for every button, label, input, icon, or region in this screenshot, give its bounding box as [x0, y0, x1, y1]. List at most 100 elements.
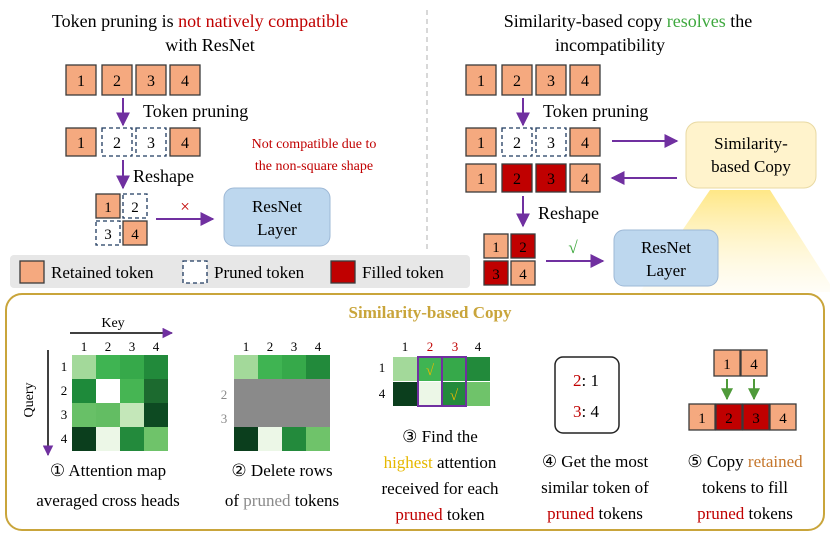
left-resnet-label-2: Layer: [257, 220, 297, 239]
step3-caption-2: highest attention: [384, 453, 497, 472]
incompat-note-line1: Not compatible due to: [252, 137, 377, 152]
query-axis-label: Query: [22, 383, 37, 418]
step4-caption-2: similar token of: [541, 478, 649, 497]
key-tick: 2: [105, 339, 112, 354]
left-token-row-pruned: 1 2 3 4: [65, 127, 201, 157]
result-token-label: 3: [752, 411, 760, 427]
right-resnet-label-1: ResNet: [641, 238, 691, 257]
left-grid-label: 1: [104, 200, 112, 216]
right-token-label: 1: [477, 73, 485, 90]
highlight-column-3: [441, 356, 467, 407]
right-token-label: 3: [547, 171, 555, 188]
left-token-label: 1: [77, 135, 85, 152]
key-tick: 3: [291, 339, 298, 354]
left-grid-label: 2: [131, 200, 139, 216]
right-grid-label: 3: [492, 267, 500, 283]
result-token-label: 2: [725, 411, 733, 427]
key-tick: 1: [243, 339, 250, 354]
step4-caption-1: ④ Get the most: [542, 452, 649, 471]
key-tick: 2: [267, 339, 274, 354]
step5-caption-3: pruned tokens: [697, 504, 793, 523]
source-token-label: 4: [750, 357, 758, 373]
right-token-label: 1: [477, 135, 485, 152]
right-title: Similarity-based copy resolves the: [504, 11, 752, 31]
query-tick: 3: [61, 407, 68, 422]
step2-caption-1: ② Delete rows: [231, 461, 332, 480]
result-token-label: 1: [698, 411, 706, 427]
legend: Retained token Pruned token Filled token: [10, 255, 470, 288]
incompat-note-line2: the non-square shape: [255, 159, 373, 174]
key-tick: 3: [452, 339, 459, 354]
legend-pruned-label: Pruned token: [214, 263, 305, 282]
right-token-label: 4: [581, 171, 589, 188]
left-token-label: 3: [147, 135, 155, 152]
left-reshaped-grid: 1 2 3 4: [95, 193, 148, 246]
right-title-line2: incompatibility: [555, 35, 665, 55]
step3-caption-3: received for each: [381, 479, 499, 498]
right-token-label: 2: [513, 73, 521, 90]
query-tick: 4: [61, 431, 68, 446]
check-icon: √: [426, 363, 435, 379]
left-title: Token pruning is not natively compatible: [52, 11, 348, 31]
right-token-label: 4: [581, 73, 589, 90]
bottom-frame: [5, 293, 825, 531]
left-title-line2: with ResNet: [165, 35, 255, 55]
left-resnet-box: [223, 187, 331, 247]
step5-copy: 1 4 1 2 3 4 ⑤ Copy retained tokens to fi…: [687, 349, 803, 523]
right-reshape-label: Reshape: [538, 203, 599, 223]
right-grid-label: 2: [519, 240, 527, 256]
right-token-label: 2: [513, 171, 521, 188]
query-tick: 1: [61, 359, 68, 374]
right-token-row-filled: 1 2 3 4: [465, 163, 601, 193]
left-token-label: 3: [147, 73, 155, 90]
pruned-row-tick: 2: [221, 387, 228, 402]
key-tick: 4: [153, 339, 160, 354]
key-tick: 4: [475, 339, 482, 354]
step1-caption-2: averaged cross heads: [36, 491, 180, 510]
step3-find-highest: 1 2 3 4 1 4 √ √ ③ Find the highest atten…: [379, 339, 499, 524]
cross-mark-icon: ×: [180, 197, 190, 216]
right-token-row-original: 1 2 3 4: [465, 64, 601, 96]
key-tick: 2: [427, 339, 434, 354]
left-grid-label: 4: [131, 227, 139, 243]
check-mark-icon: √: [568, 238, 578, 257]
similarity-copy-panel: Similarity-based Copy Key Query 1 2 3 4 …: [5, 293, 825, 531]
left-resnet-label-1: ResNet: [252, 197, 302, 216]
query-tick: 2: [61, 383, 68, 398]
step3-caption-1: ③ Find the: [402, 427, 478, 446]
right-token-label: 1: [477, 171, 485, 188]
right-token-label: 4: [581, 135, 589, 152]
right-resnet-box: [613, 229, 719, 287]
left-token-label: 4: [181, 73, 189, 90]
right-token-label: 3: [547, 135, 555, 152]
query-tick: 1: [379, 360, 386, 375]
step5-caption-1: ⑤ Copy retained: [687, 452, 803, 471]
right-grid-label: 4: [519, 267, 527, 283]
query-tick: 4: [379, 386, 386, 401]
deleted-rows-block: [234, 379, 330, 427]
step5-caption-2: tokens to fill: [702, 478, 788, 497]
legend-filled-label: Filled token: [362, 263, 444, 282]
step4-mapping: 2: 1 3: 4 ④ Get the most similar token o…: [541, 356, 649, 523]
copy-box-label-2: based Copy: [711, 157, 791, 176]
key-axis-label: Key: [101, 316, 124, 331]
left-token-label: 2: [113, 73, 121, 90]
key-tick: 3: [129, 339, 136, 354]
right-panel: Similarity-based copy resolves the incom…: [465, 11, 830, 292]
right-resnet-label-2: Layer: [646, 261, 686, 280]
key-tick: 1: [81, 339, 88, 354]
left-reshape-label: Reshape: [133, 166, 194, 186]
right-reshaped-grid: 1 2 3 4: [483, 233, 536, 286]
legend-retained-swatch: [19, 260, 45, 284]
left-grid-label: 3: [104, 227, 112, 243]
legend-retained-label: Retained token: [51, 263, 154, 282]
right-token-label: 2: [513, 135, 521, 152]
left-token-label: 2: [113, 135, 121, 152]
left-token-row-original: 1 2 3 4: [65, 64, 201, 96]
right-token-label: 3: [547, 73, 555, 90]
bottom-title: Similarity-based Copy: [349, 303, 512, 322]
mapping-entry-2: 3: 4: [573, 402, 599, 421]
copy-box: [685, 121, 817, 189]
step2-caption-2: of pruned tokens: [225, 491, 339, 510]
